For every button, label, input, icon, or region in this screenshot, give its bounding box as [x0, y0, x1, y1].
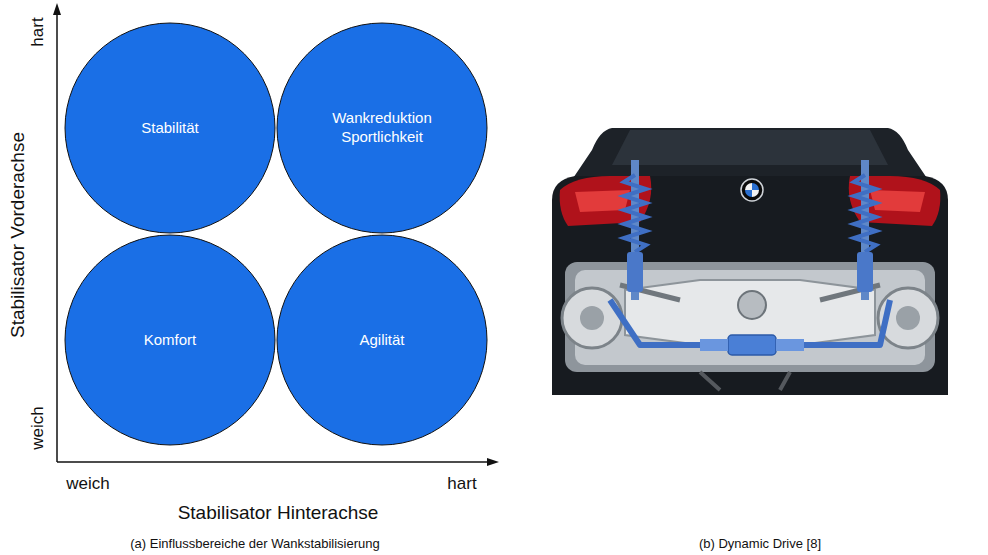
axis-title: Stabilisator Hinterachse: [178, 502, 379, 524]
region-label: Wankreduktion Sportlichkeit: [307, 109, 457, 147]
axis-end-label: weich: [28, 406, 48, 449]
region-label: Stabilität: [95, 119, 245, 138]
region-circle: Wankreduktion Sportlichkeit: [276, 22, 488, 234]
region-circle: Agilität: [276, 234, 488, 446]
axis-end-label: hart: [28, 17, 48, 46]
region-circle: Stabilität: [64, 22, 276, 234]
axis-end-label: weich: [66, 474, 109, 494]
active-stabilizer: [610, 300, 890, 355]
axes: [53, 3, 499, 466]
region-label: Agilität: [307, 331, 457, 350]
subfigure-caption: (b) Dynamic Drive [8]: [699, 536, 821, 551]
axis-title: Stabilisator Vorderachse: [7, 132, 29, 338]
region-label: Komfort: [95, 331, 245, 350]
strut-left: [624, 160, 646, 300]
region-circle: Komfort: [64, 234, 276, 446]
strut-right: [854, 160, 876, 300]
axis-end-label: hart: [447, 474, 476, 494]
subfigure-caption: (a) Einflussbereiche der Wankstabilisier…: [130, 536, 380, 551]
car-illustration: [552, 128, 948, 395]
